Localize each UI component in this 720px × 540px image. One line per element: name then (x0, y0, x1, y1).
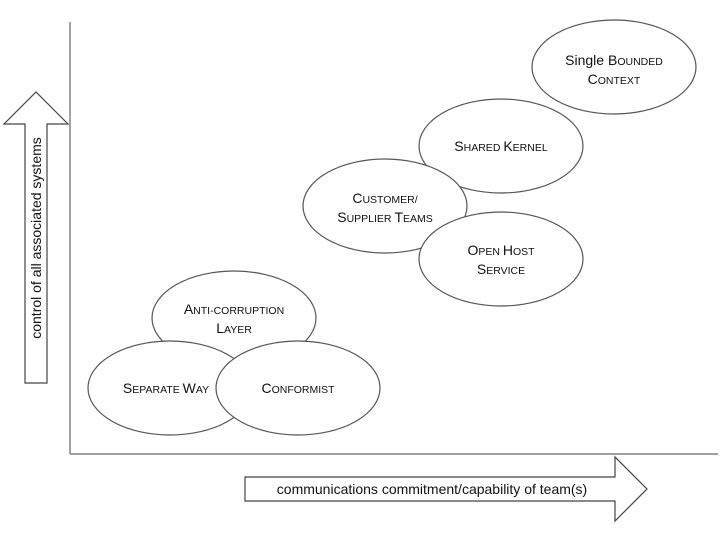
pattern-single-bounded-context: Single BOUNDED CONTEXT (531, 19, 697, 115)
x-axis-arrow: communications commitment/capability of … (244, 455, 648, 523)
pattern-conformist: CONFORMIST (215, 340, 381, 436)
single-bounded-line1: Single BOUNDED (565, 52, 663, 68)
pattern-open-host-service: OPEN HOST SERVICE (418, 211, 584, 307)
single-bounded-line2: CONTEXT (588, 71, 641, 87)
up-arrow-icon (2, 91, 70, 384)
pattern-separate-ways: SEPARATE WAY (87, 340, 253, 436)
pattern-customer-supplier-teams: CUSTOMER/ SUPPLIER TEAMS (302, 158, 468, 254)
right-arrow-icon (244, 455, 648, 523)
anti-corruption-line1: ANTI-CORRUPTION (184, 301, 284, 317)
customer-supplier-line2: SUPPLIER TEAMS (337, 209, 433, 225)
y-axis-label: control of all associated systems (28, 137, 44, 339)
anti-corruption-line2: LAYER (216, 320, 252, 336)
shared-kernel-line1: SHARED KERNEL (454, 138, 548, 154)
y-axis-arrow: control of all associated systems (2, 91, 70, 384)
open-host-line1: OPEN HOST (467, 242, 535, 258)
customer-supplier-line1: CUSTOMER/ (352, 190, 417, 206)
conformist-line1: CONFORMIST (261, 380, 335, 396)
separate-ways-line1: SEPARATE WAY (123, 380, 209, 396)
pattern-shared-kernel: SHARED KERNEL (418, 98, 584, 194)
pattern-anti-corruption-layer: ANTI-CORRUPTION LAYER (151, 270, 317, 366)
open-host-line2: SERVICE (477, 261, 525, 277)
x-axis-label: communications commitment/capability of … (277, 481, 587, 497)
